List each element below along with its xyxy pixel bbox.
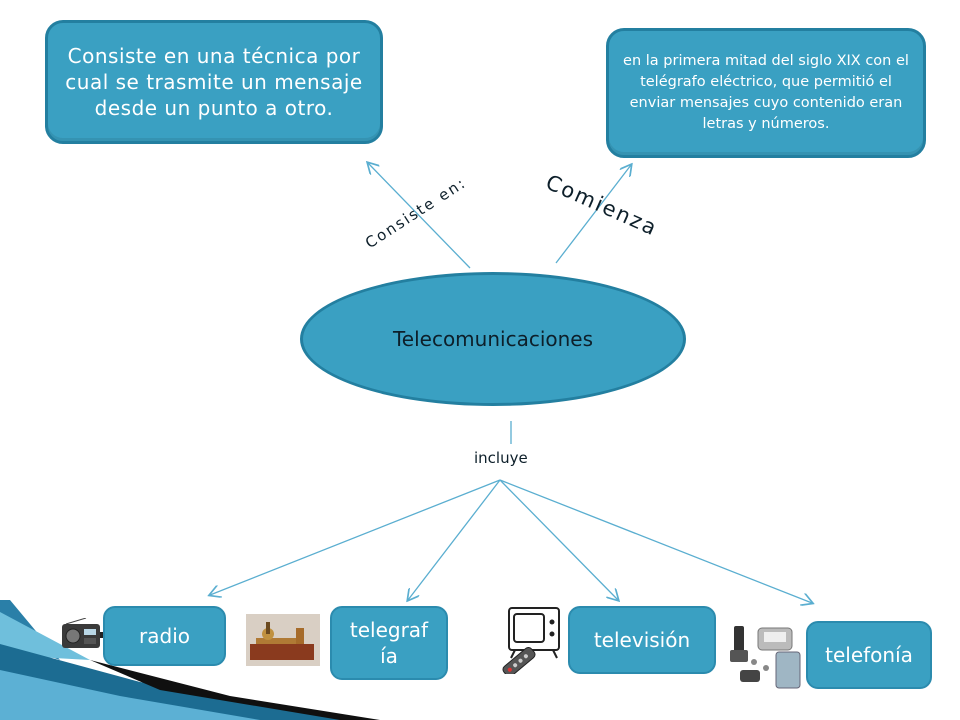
telephone-icon [730, 626, 801, 689]
leaf-telegrafia: telegraf ía [330, 606, 448, 680]
definition-box: Consiste en una técnica por cual se tras… [45, 20, 383, 144]
line-to-telegrafia [408, 479, 501, 600]
leaf-telefonia-label: telefonía [825, 643, 913, 667]
leaf-television-label: televisión [593, 628, 691, 652]
telegraph-key-icon [246, 614, 320, 666]
start-box: en la primera mitad del siglo XIX con el… [606, 28, 926, 158]
line-to-television [499, 479, 618, 600]
center-node: Telecomunicaciones [300, 272, 686, 406]
start-text: en la primera mitad del siglo XIX con el… [623, 53, 909, 132]
definition-text: Consiste en una técnica por cual se tras… [65, 44, 363, 120]
leaf-telegrafia-label: telegraf ía [349, 618, 429, 668]
leaf-television: televisión [568, 606, 716, 674]
line-center-to-definition [368, 163, 471, 269]
radio-icon [62, 618, 105, 648]
line-center-to-start [555, 165, 631, 264]
line-to-radio [210, 479, 501, 595]
connector-label-incluye: incluye [474, 449, 528, 467]
leaf-radio: radio [103, 606, 226, 666]
line-to-telefonia [499, 479, 812, 603]
leaf-radio-label: radio [139, 624, 190, 648]
center-node-label: Telecomunicaciones [392, 327, 594, 351]
television-icon [502, 607, 560, 674]
leaf-telefonia: telefonía [806, 621, 932, 689]
